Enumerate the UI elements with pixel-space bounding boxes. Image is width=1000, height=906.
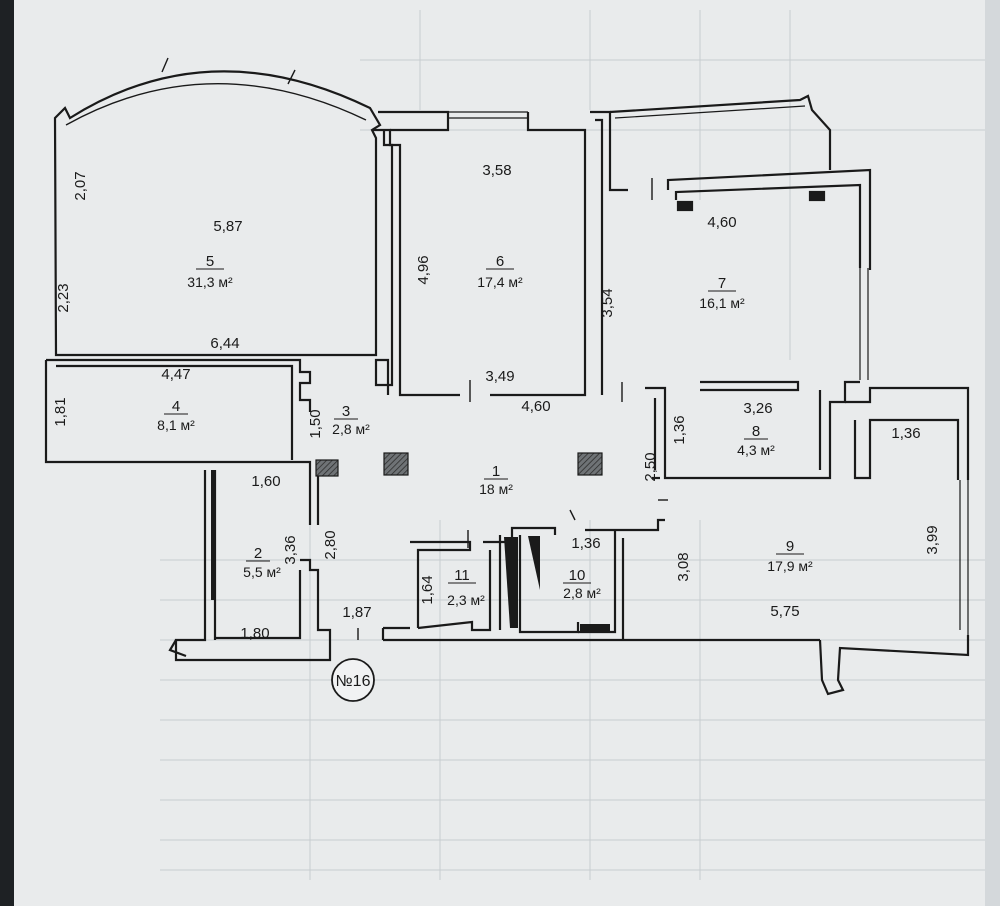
dim-4-60-mid: 4,60 — [521, 398, 550, 415]
room-10-number: 10 — [569, 567, 586, 584]
dim-1-50: 1,50 — [307, 409, 324, 438]
dim-1-36-room8: 1,36 — [671, 415, 688, 444]
room-5-area: 31,3 м² — [187, 274, 233, 290]
paper-sheet — [14, 0, 1000, 906]
dim-1-81: 1,81 — [52, 397, 69, 426]
dim-1-36-room9: 1,36 — [891, 425, 920, 442]
room-8-area: 4,3 м² — [737, 442, 775, 458]
room-11-number: 11 — [454, 567, 470, 584]
dim-5-87: 5,87 — [213, 218, 242, 235]
dim-1-64: 1,64 — [419, 575, 436, 604]
room-3-area: 2,8 м² — [332, 421, 370, 437]
columns — [315, 452, 603, 477]
room-11-area: 2,3 м² — [447, 592, 485, 608]
room-9-area: 17,9 м² — [767, 558, 813, 574]
background-table-grid — [160, 10, 990, 880]
plan-number-label: №16 — [336, 673, 371, 690]
room-9-number: 9 — [786, 538, 794, 555]
room-7-area: 16,1 м² — [699, 295, 745, 311]
room-6-area: 17,4 м² — [477, 274, 523, 290]
page-edge-shadow — [985, 0, 1000, 906]
dim-4-47: 4,47 — [161, 366, 190, 383]
dimension-labels: 2,07 5,87 2,23 6,44 4,47 1,81 1,50 3,58 … — [52, 162, 941, 642]
room-1-area: 18 м² — [479, 481, 513, 497]
dim-2-80: 2,80 — [322, 530, 339, 559]
dim-3-99: 3,99 — [924, 525, 941, 554]
room-6-number: 6 — [496, 253, 504, 270]
room-labels: 1 18 м² 2 5,5 м² 3 2,8 м² 4 8,1 м² 5 31,… — [157, 253, 813, 608]
room-5-number: 5 — [206, 253, 214, 270]
walls — [44, 57, 970, 696]
dim-5-75: 5,75 — [770, 603, 799, 620]
room-2-number: 2 — [254, 545, 262, 562]
room-8-number: 8 — [752, 423, 760, 440]
room-2-area: 5,5 м² — [243, 564, 281, 580]
dim-6-44: 6,44 — [210, 335, 239, 352]
dim-3-36: 3,36 — [282, 535, 299, 564]
room-10-area: 2,8 м² — [563, 585, 601, 601]
room-1-number: 1 — [492, 463, 500, 480]
dim-3-58: 3,58 — [482, 162, 511, 179]
room-4-area: 8,1 м² — [157, 417, 195, 433]
dim-4-96: 4,96 — [415, 255, 432, 284]
dim-2-23: 2,23 — [55, 283, 72, 312]
dim-3-08: 3,08 — [675, 552, 692, 581]
room-4-number: 4 — [172, 398, 180, 415]
column-1 — [315, 459, 339, 477]
plan-number-circle — [331, 658, 375, 702]
dim-3-54: 3,54 — [599, 288, 616, 317]
dim-2-07: 2,07 — [72, 171, 89, 200]
stair-shafts — [504, 536, 610, 632]
room-3-number: 3 — [342, 403, 350, 420]
binder-edge — [0, 0, 14, 906]
dim-3-49: 3,49 — [485, 368, 514, 385]
column-2 — [383, 452, 409, 476]
column-3 — [577, 452, 603, 476]
dim-4-60-top: 4,60 — [707, 214, 736, 231]
dim-1-36-closet: 1,36 — [571, 535, 600, 552]
dim-1-87: 1,87 — [342, 604, 371, 621]
dim-1-80: 1,80 — [240, 625, 269, 642]
dim-1-60: 1,60 — [251, 473, 280, 490]
room-7-number: 7 — [718, 275, 726, 292]
dim-2-50: 2,50 — [642, 452, 659, 481]
dim-3-26: 3,26 — [743, 400, 772, 417]
